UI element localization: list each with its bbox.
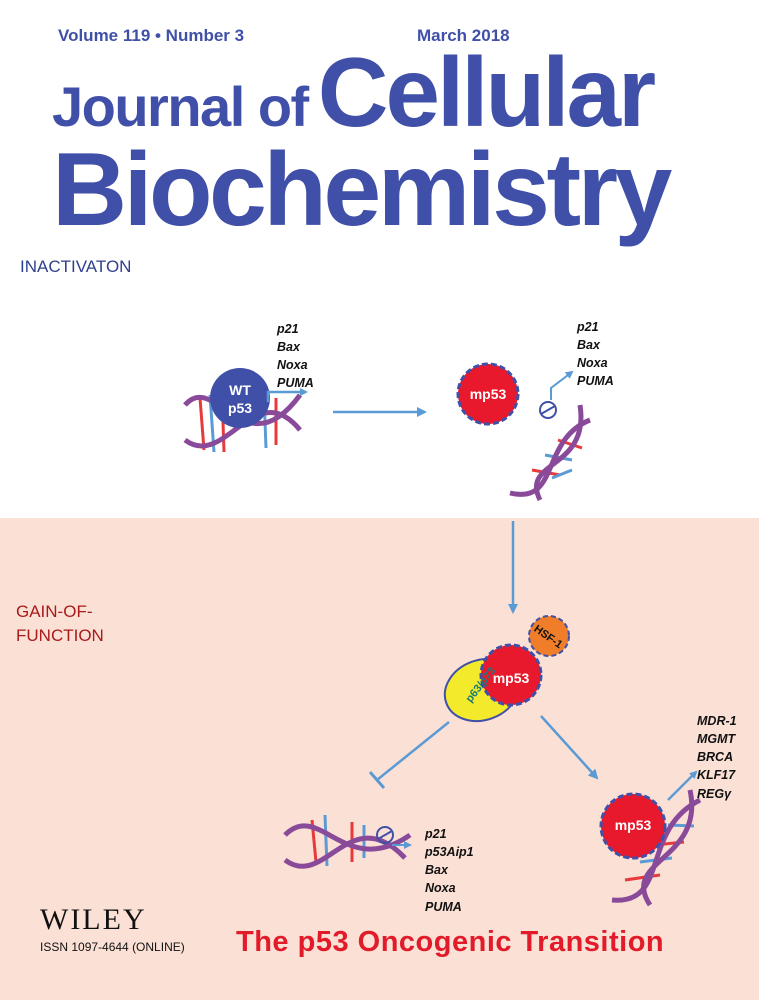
gene-item: MGMT bbox=[697, 732, 736, 747]
issn-number: ISSN 1097-4644 (ONLINE) bbox=[40, 940, 185, 954]
activation-arrow-gof bbox=[540, 715, 599, 780]
mp53-protein-1 bbox=[456, 362, 520, 426]
mp53-complex bbox=[443, 615, 570, 723]
dna-helix-gof bbox=[611, 789, 702, 907]
gof-target-genes: MDR-1 MGMT BRCA KLF17 REGγ bbox=[697, 712, 737, 803]
journal-title-prefix: Journal of bbox=[52, 75, 309, 138]
wt-target-genes: p21 Bax Noxa PUMA bbox=[277, 320, 314, 393]
gene-item: Bax bbox=[277, 340, 300, 355]
gain-of-function-panel bbox=[0, 518, 759, 1000]
gene-item: p21 bbox=[277, 322, 299, 336]
mp53-label-2: mp53 bbox=[492, 670, 530, 686]
journal-title-cellular: Cellular bbox=[317, 37, 656, 147]
gof-label-line2: FUNCTION bbox=[16, 625, 104, 645]
repression-symbol-2 bbox=[376, 826, 394, 844]
volume-number: Volume 119 • Number 3 bbox=[58, 26, 245, 45]
mp53-protein-3 bbox=[599, 792, 667, 860]
mp53-label-1: mp53 bbox=[469, 386, 507, 402]
repression-symbol-1 bbox=[539, 401, 557, 419]
wt-label-line1: WT bbox=[229, 382, 251, 398]
gene-item: BRCA bbox=[697, 750, 734, 765]
gene-item: Noxa bbox=[425, 881, 456, 896]
wt-p53-protein bbox=[210, 368, 270, 428]
gene-item: REGγ bbox=[697, 786, 732, 801]
gene-item: Noxa bbox=[277, 358, 308, 373]
publisher-logo: WILEY bbox=[40, 903, 147, 936]
gene-item: PUMA bbox=[577, 374, 614, 389]
gene-item: MDR-1 bbox=[697, 714, 737, 728]
journal-title-biochemistry: Biochemistry bbox=[52, 132, 672, 248]
gain-of-function-label: GAIN-OF- FUNCTION bbox=[16, 600, 104, 648]
gene-item: PUMA bbox=[425, 899, 462, 914]
wt-p53-label: WT p53 bbox=[214, 382, 266, 417]
gene-item: Bax bbox=[425, 863, 448, 878]
issue-date: March 2018 bbox=[417, 26, 510, 45]
gene-item: Bax bbox=[577, 338, 600, 353]
gene-item: p21 bbox=[577, 320, 599, 334]
wt-label-line2: p53 bbox=[227, 399, 253, 416]
blocked-arrow-1 bbox=[550, 370, 574, 400]
gene-item: Noxa bbox=[577, 356, 608, 371]
mp53-target-genes: p21 Bax Noxa PUMA bbox=[577, 318, 614, 391]
mp53-protein-2 bbox=[479, 643, 543, 707]
gene-item: p53Aip1 bbox=[425, 845, 474, 860]
gene-item: KLF17 bbox=[697, 768, 736, 783]
inhibition-line bbox=[376, 721, 450, 781]
dna-helix-mp53 bbox=[509, 404, 591, 502]
repressed-target-genes: p21 p53Aip1 Bax Noxa PUMA bbox=[425, 825, 474, 916]
activation-arrow-targets bbox=[667, 770, 698, 801]
mp53-label-3: mp53 bbox=[614, 817, 652, 833]
gof-label-line1: GAIN-OF- bbox=[16, 602, 93, 621]
inhibition-bar bbox=[368, 771, 386, 789]
hsf1-protein bbox=[528, 615, 570, 657]
activation-arrow-wt bbox=[266, 388, 308, 402]
cover-headline: The p53 Oncogenic Transition bbox=[236, 926, 665, 958]
inactivation-label: INACTIVATON bbox=[20, 257, 132, 276]
gene-item: PUMA bbox=[277, 376, 314, 391]
gene-item: p21 bbox=[425, 827, 447, 841]
